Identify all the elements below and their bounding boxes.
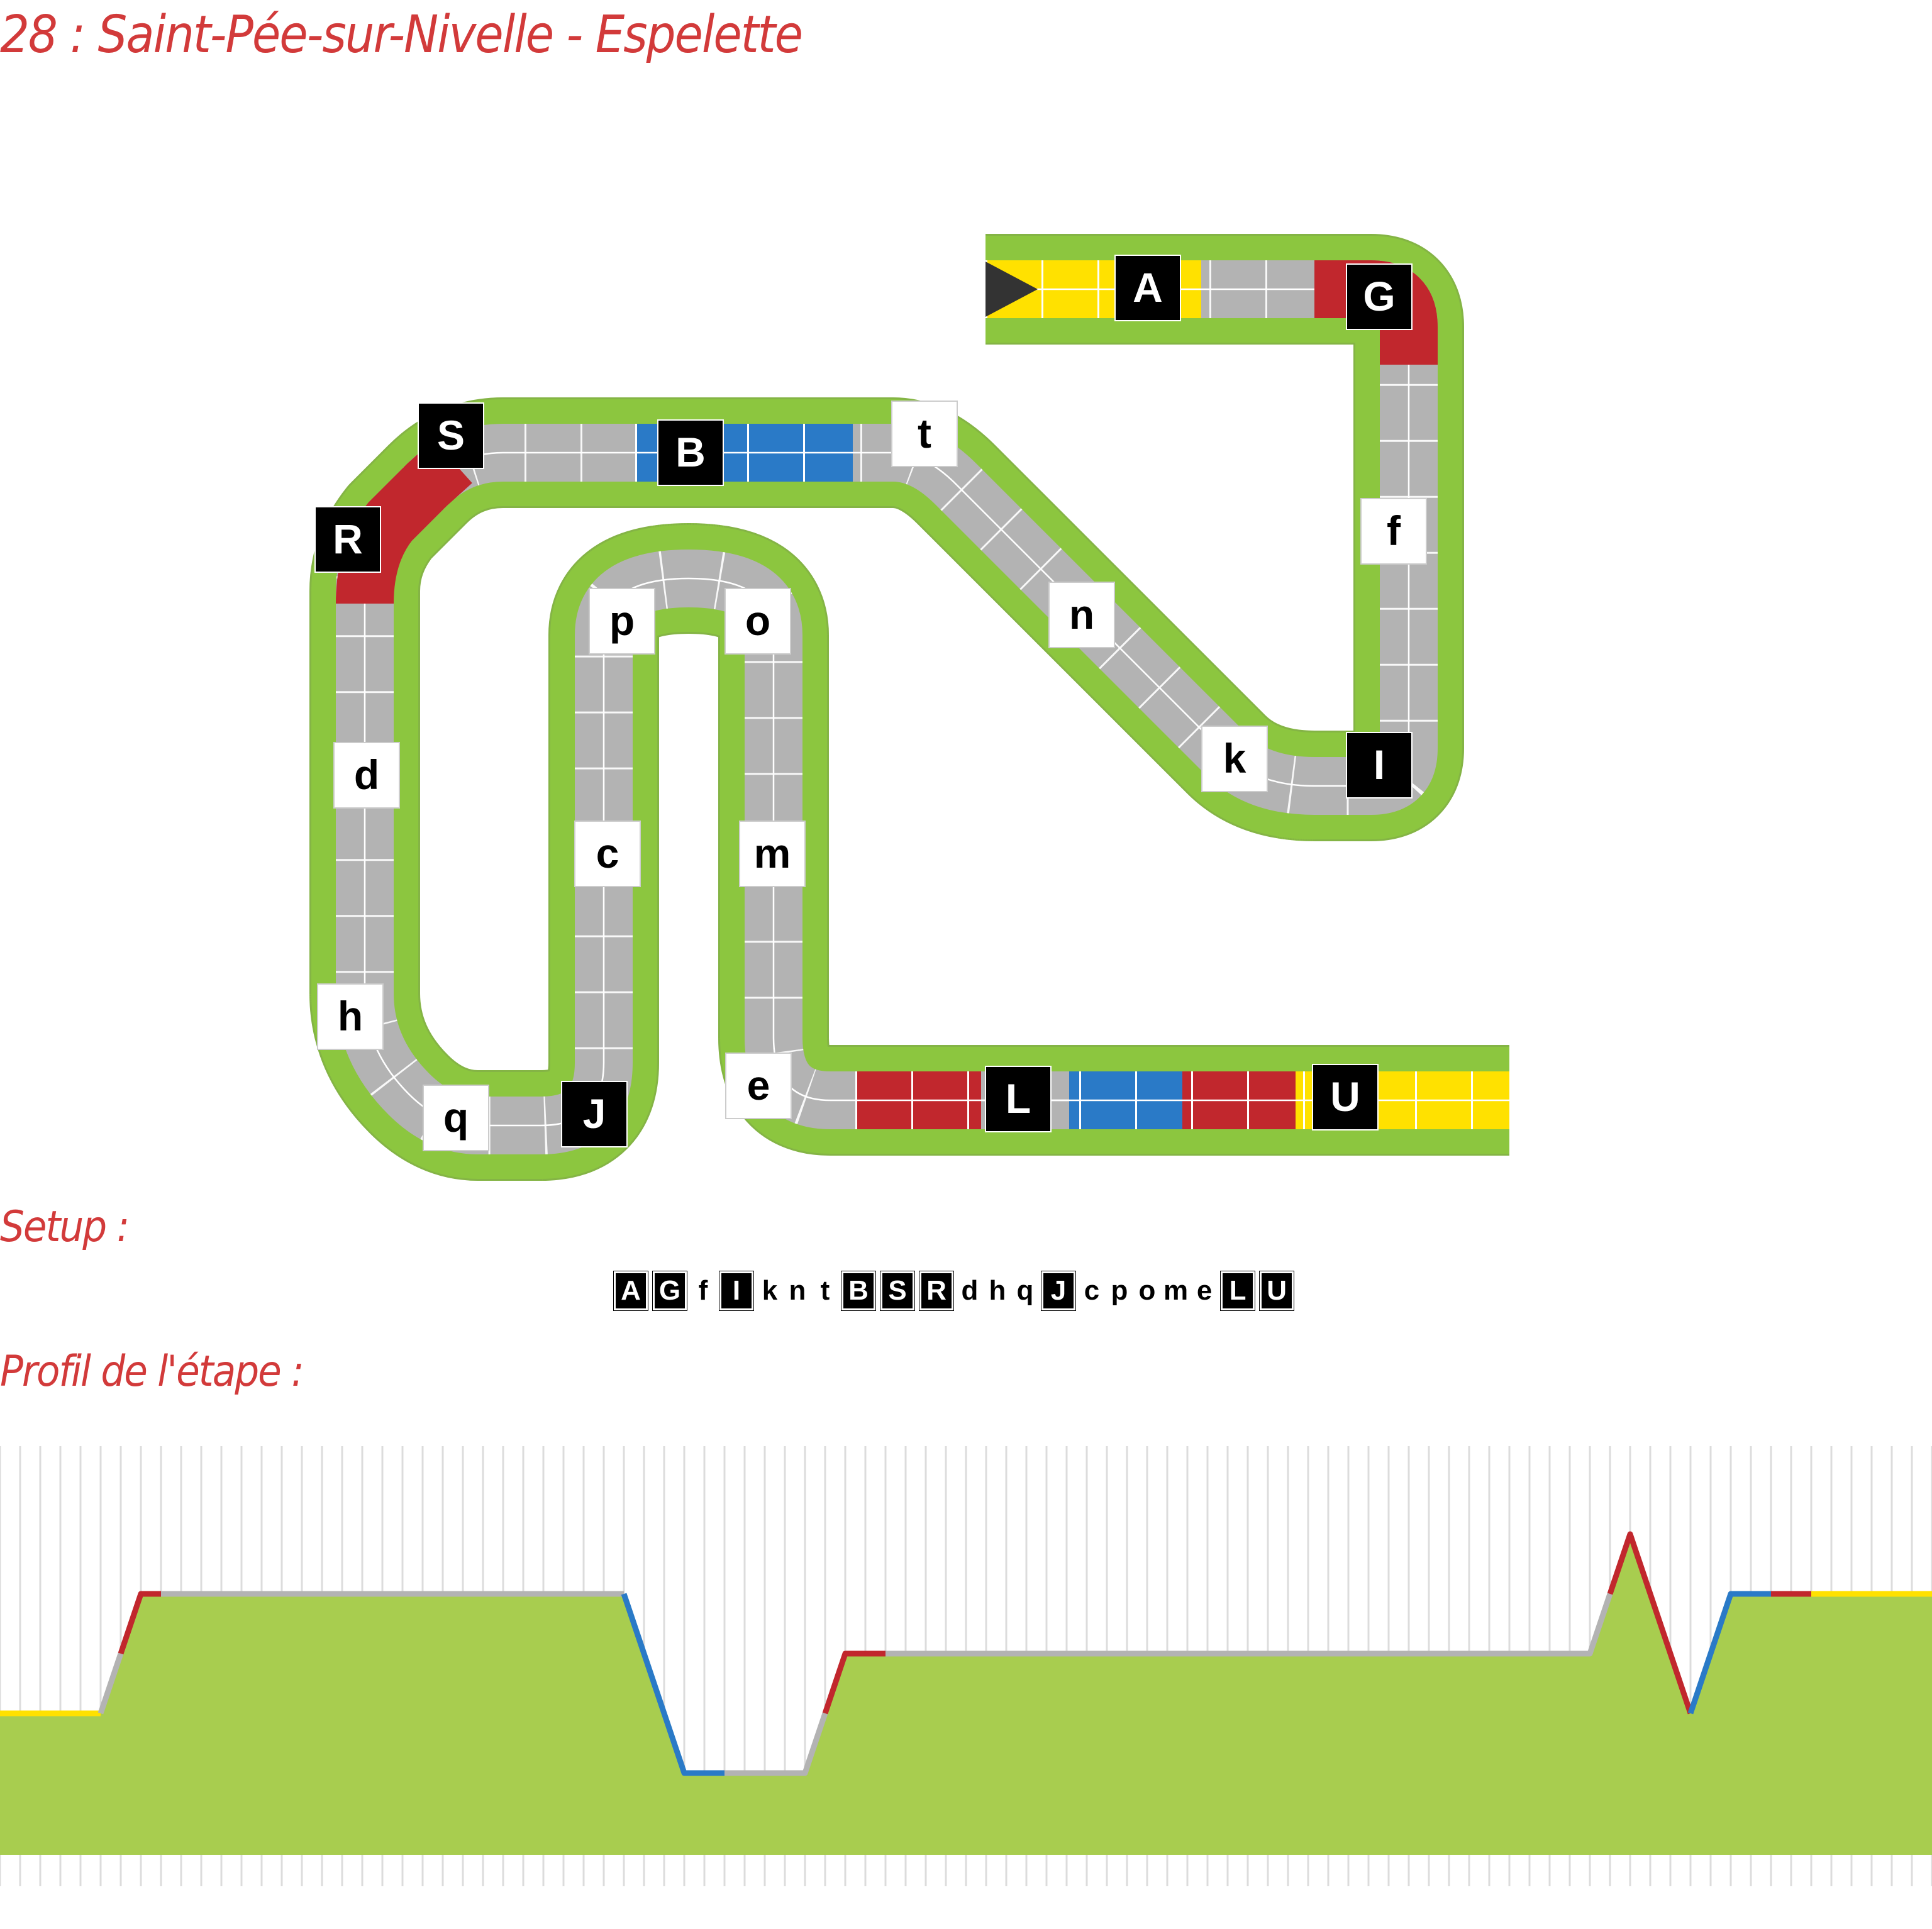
setup-tile-chip: t	[814, 1273, 836, 1308]
page-title: 28 : Saint-Pée-sur-Nivelle - Espelette	[0, 5, 803, 65]
tile-marker-light: q	[423, 1085, 489, 1151]
setup-tile-chip: o	[1136, 1273, 1158, 1308]
tile-label: J	[583, 1090, 606, 1137]
tile-label: U	[1330, 1073, 1360, 1120]
tile-marker-light: m	[739, 821, 806, 887]
setup-tile-chip: h	[986, 1273, 1009, 1308]
tile-marker-dark: I	[1346, 732, 1413, 799]
profile-segment-red	[118, 1591, 161, 1655]
setup-label: Setup :	[0, 1202, 130, 1252]
profile-segment-road	[724, 1712, 828, 1776]
stage-profile-chart	[0, 1446, 1932, 1886]
tile-marker-dark: A	[1114, 255, 1181, 321]
setup-tile-chip: m	[1163, 1273, 1189, 1308]
setup-tile-chip: U	[1259, 1271, 1295, 1311]
tile-marker-dark: R	[314, 506, 381, 573]
profile-segment-road	[886, 1593, 1613, 1657]
setup-tile-chip: d	[958, 1273, 981, 1308]
tile-label: S	[437, 412, 465, 458]
tile-label: p	[609, 597, 635, 644]
setup-tile-chip: k	[758, 1273, 781, 1308]
profile-segment-red	[1607, 1531, 1694, 1715]
tile-marker-light: o	[724, 588, 791, 655]
setup-tile-chip: I	[719, 1271, 754, 1311]
profile-area	[0, 1534, 1932, 1855]
tile-label: L	[1006, 1075, 1031, 1122]
setup-tile-chip: A	[613, 1271, 648, 1311]
setup-tile-chip: L	[1220, 1271, 1256, 1311]
tile-marker-dark: S	[418, 402, 484, 469]
setup-tile-chip: J	[1041, 1271, 1076, 1311]
tile-label: n	[1069, 591, 1094, 638]
setup-tile-chip: R	[919, 1271, 954, 1311]
profile-segment-blue	[1687, 1591, 1771, 1715]
tile-marker-light: c	[574, 821, 641, 887]
tile-marker-dark: B	[657, 419, 724, 486]
tile-marker-light: n	[1048, 582, 1115, 648]
tile-marker-dark: L	[985, 1066, 1052, 1132]
tile-label: q	[443, 1094, 469, 1141]
tile-marker-light: k	[1201, 726, 1268, 792]
setup-tile-chip: e	[1193, 1273, 1216, 1308]
tile-marker-dark: U	[1312, 1064, 1379, 1130]
setup-tile-chip: p	[1108, 1273, 1131, 1308]
setup-tile-chip: G	[652, 1271, 687, 1311]
profile-label: Profil de l'étape :	[0, 1347, 304, 1396]
setup-tile-chip: n	[786, 1273, 809, 1308]
tile-label: t	[918, 410, 931, 456]
tile-marker-light: f	[1360, 498, 1427, 565]
tile-label: c	[596, 830, 619, 876]
setup-tile-chip: c	[1080, 1273, 1103, 1308]
tile-marker-dark: G	[1346, 263, 1413, 330]
tile-marker-light: h	[317, 983, 384, 1050]
tile-marker-light: t	[891, 401, 958, 467]
setup-tile-chip: f	[692, 1273, 714, 1308]
tile-label: I	[1374, 741, 1385, 788]
tile-label: m	[754, 830, 791, 876]
setup-tile-chip: S	[880, 1271, 915, 1311]
tile-label: G	[1363, 273, 1395, 319]
tile-marker-light: p	[589, 588, 655, 655]
tile-label: o	[745, 597, 770, 644]
start-flag-icon	[985, 262, 1038, 317]
tile-label: k	[1223, 735, 1246, 782]
setup-tile-chip: q	[1014, 1273, 1036, 1308]
tile-label: h	[338, 993, 363, 1039]
setup-tile-chip: B	[841, 1271, 876, 1311]
profile-segment-blue	[621, 1593, 724, 1776]
tile-label: e	[747, 1062, 770, 1108]
tile-label: d	[354, 751, 379, 798]
tile-label: A	[1133, 264, 1163, 311]
tile-label: R	[333, 516, 363, 562]
tile-marker-light: e	[725, 1053, 792, 1119]
tile-marker-dark: J	[561, 1081, 628, 1147]
profile-segment-road	[97, 1652, 124, 1715]
tile-marker-light: d	[333, 742, 400, 809]
tile-label: f	[1387, 507, 1401, 554]
profile-segment-red	[822, 1650, 886, 1715]
tile-label: B	[675, 429, 706, 475]
